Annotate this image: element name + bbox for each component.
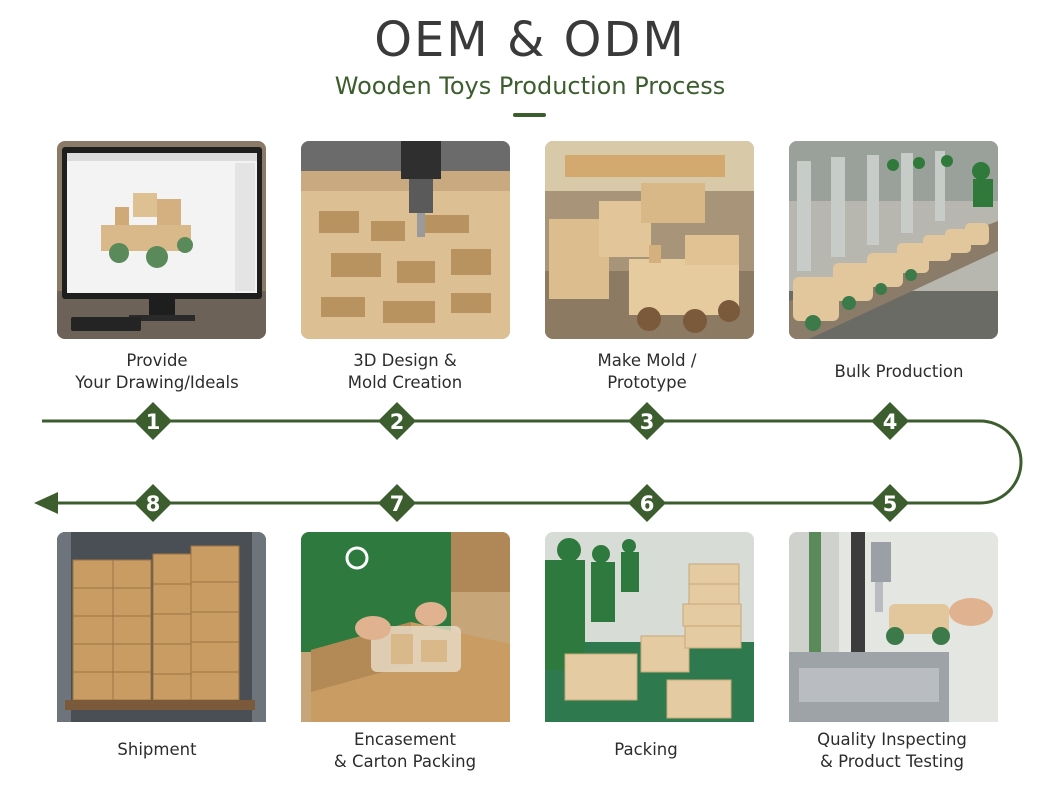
step-marker-2: 2	[378, 402, 416, 440]
step-7-photo	[301, 532, 510, 730]
step-2-label: 3D Design & Mold Creation	[290, 350, 520, 394]
step-marker-7: 7	[378, 484, 416, 522]
step-7-label-line-2: & Carton Packing	[333, 752, 477, 771]
page-subtitle: Wooden Toys Production Process	[334, 72, 726, 100]
step-number-6: 6	[640, 492, 655, 516]
step-3-label-line-1: Make Mold /	[597, 351, 697, 370]
step-1-photo	[57, 141, 266, 339]
step-4-label-line-1: Bulk Production	[834, 362, 964, 381]
step-5-label-line-1: Quality Inspecting	[817, 730, 967, 749]
step-1-label-line-1: Provide	[126, 351, 188, 370]
flow-arrowhead-icon	[34, 492, 58, 514]
step-5-label: Quality Inspecting & Product Testing	[777, 729, 1007, 773]
step-4-label: Bulk Production	[784, 361, 1014, 383]
step-2-label-line-1: 3D Design &	[353, 351, 457, 370]
step-1-label: Provide Your Drawing/Ideals	[42, 350, 272, 394]
step-number-7: 7	[390, 492, 405, 516]
step-number-2: 2	[390, 410, 405, 434]
step-8-label-line-1: Shipment	[117, 740, 197, 759]
step-number-4: 4	[883, 410, 898, 434]
step-6-label: Packing	[531, 739, 761, 761]
step-6-label-line-1: Packing	[614, 740, 678, 759]
page-title: OEM & ODM	[374, 12, 686, 68]
step-3-photo	[545, 141, 754, 339]
step-5-photo	[789, 532, 998, 730]
step-3-label-line-2: Prototype	[607, 373, 687, 392]
step-2-photo	[301, 141, 510, 339]
step-8-label: Shipment	[42, 739, 272, 761]
step-marker-5: 5	[871, 484, 909, 522]
step-1-label-line-2: Your Drawing/Ideals	[75, 373, 239, 392]
step-8-photo	[57, 532, 266, 730]
step-5-label-line-2: & Product Testing	[819, 752, 964, 771]
brand-logo-icon	[345, 546, 369, 570]
step-6-photo	[545, 532, 754, 730]
step-marker-4: 4	[871, 402, 909, 440]
step-7-label: Encasement & Carton Packing	[290, 729, 520, 773]
title-underline	[513, 113, 546, 117]
step-marker-3: 3	[628, 402, 666, 440]
step-4-photo	[789, 141, 998, 339]
step-3-label: Make Mold / Prototype	[532, 350, 762, 394]
step-number-8: 8	[146, 492, 161, 516]
step-marker-8: 8	[134, 484, 172, 522]
step-number-1: 1	[146, 410, 161, 434]
flow-path	[42, 419, 1023, 505]
step-marker-1: 1	[134, 402, 172, 440]
step-number-3: 3	[640, 410, 655, 434]
step-number-5: 5	[883, 492, 898, 516]
step-7-label-line-1: Encasement	[354, 730, 456, 749]
step-2-label-line-2: Mold Creation	[347, 373, 463, 392]
step-marker-6: 6	[628, 484, 666, 522]
